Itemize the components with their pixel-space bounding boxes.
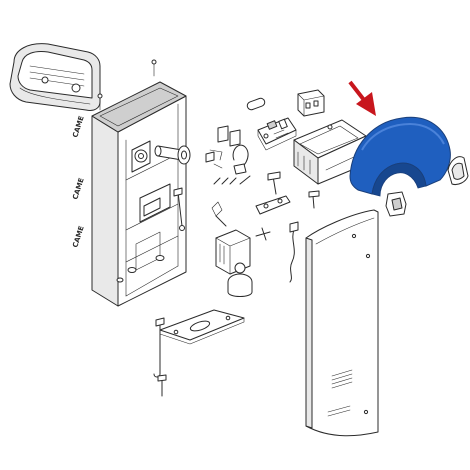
motor-cover	[9, 43, 101, 111]
brand-mark-cabinet: CAME CAME CAME	[71, 115, 86, 249]
spring-assembly	[255, 195, 299, 283]
control-box	[293, 119, 367, 185]
cabinet-door	[305, 209, 379, 437]
lock-cylinder	[385, 191, 407, 217]
svg-text:CAME: CAME	[71, 225, 86, 249]
pointer-arrow	[348, 80, 376, 116]
highlighted-top-cover	[349, 116, 451, 197]
motor-shaft	[154, 145, 191, 165]
svg-text:CAME: CAME	[71, 115, 86, 139]
control-board	[257, 117, 297, 151]
svg-text:CAME: CAME	[71, 177, 86, 201]
hardware-parts	[173, 89, 325, 231]
anchor-plate	[159, 309, 245, 345]
anchor-bolts	[153, 317, 167, 397]
gearmotor	[211, 201, 271, 297]
side-cap	[447, 156, 469, 185]
